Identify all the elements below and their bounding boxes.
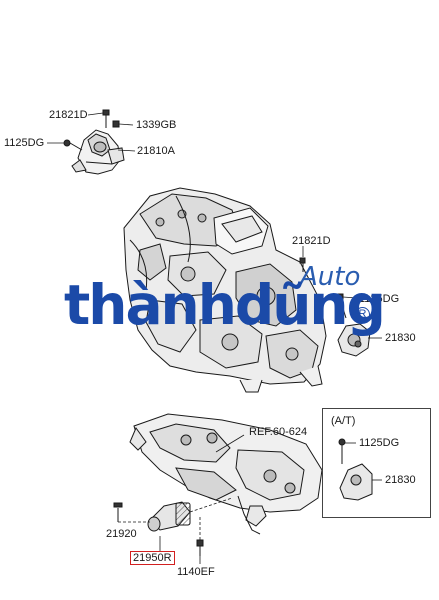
label-1125dg-top-left: 1125DG xyxy=(4,137,45,149)
leader-lines-right xyxy=(302,246,382,339)
watermark-auto: Auto xyxy=(300,262,361,292)
nut-1339gb xyxy=(112,120,120,128)
watermark-registered-icon: R xyxy=(355,307,370,322)
label-at-21830: 21830 xyxy=(385,474,416,486)
label-ref: REF.60-624 xyxy=(249,426,307,438)
transmission-mount-21830 xyxy=(337,323,371,357)
ref-prefix: REF. xyxy=(249,426,273,438)
subframe-crossmember xyxy=(129,413,323,535)
ref-value: 60-624 xyxy=(272,426,308,438)
label-1339gb: 1339GB xyxy=(136,119,177,131)
at-bolt-1125dg xyxy=(338,438,346,464)
label-21821d-right: 21821D xyxy=(292,235,331,247)
leader-lines-at xyxy=(345,442,382,481)
label-21810a: 21810A xyxy=(137,145,175,157)
bolt-1140ef xyxy=(196,539,204,556)
label-21920: 21920 xyxy=(106,528,137,540)
rear-roll-mount-21950r xyxy=(147,501,191,532)
bolt-1125dg-right xyxy=(337,293,347,319)
bolt-21821d-top xyxy=(102,109,110,128)
label-21821d-top: 21821D xyxy=(49,109,88,121)
watermark-brand: thànhdũng xyxy=(64,273,386,337)
label-1125dg-right: 1125DG xyxy=(359,293,400,305)
bolt-21920 xyxy=(113,502,123,522)
leader-lines-top xyxy=(47,112,136,152)
dashed-assembly-lines xyxy=(118,497,233,540)
engine-assembly xyxy=(123,187,327,393)
label-21830-right: 21830 xyxy=(385,332,416,344)
bolt-21821d-right xyxy=(299,257,306,272)
label-21950r-highlighted[interactable]: 21950R xyxy=(130,551,175,565)
engine-mount-21810a xyxy=(71,129,125,175)
label-1140ef: 1140EF xyxy=(177,566,215,578)
at-group-frame xyxy=(322,408,431,518)
label-at-title: (A/T) xyxy=(331,415,356,427)
leader-lines-bottom xyxy=(159,434,245,564)
label-at-1125dg: 1125DG xyxy=(359,437,400,449)
bolt-1125dg-top-left xyxy=(63,139,83,151)
at-mount-21830 xyxy=(339,463,373,501)
